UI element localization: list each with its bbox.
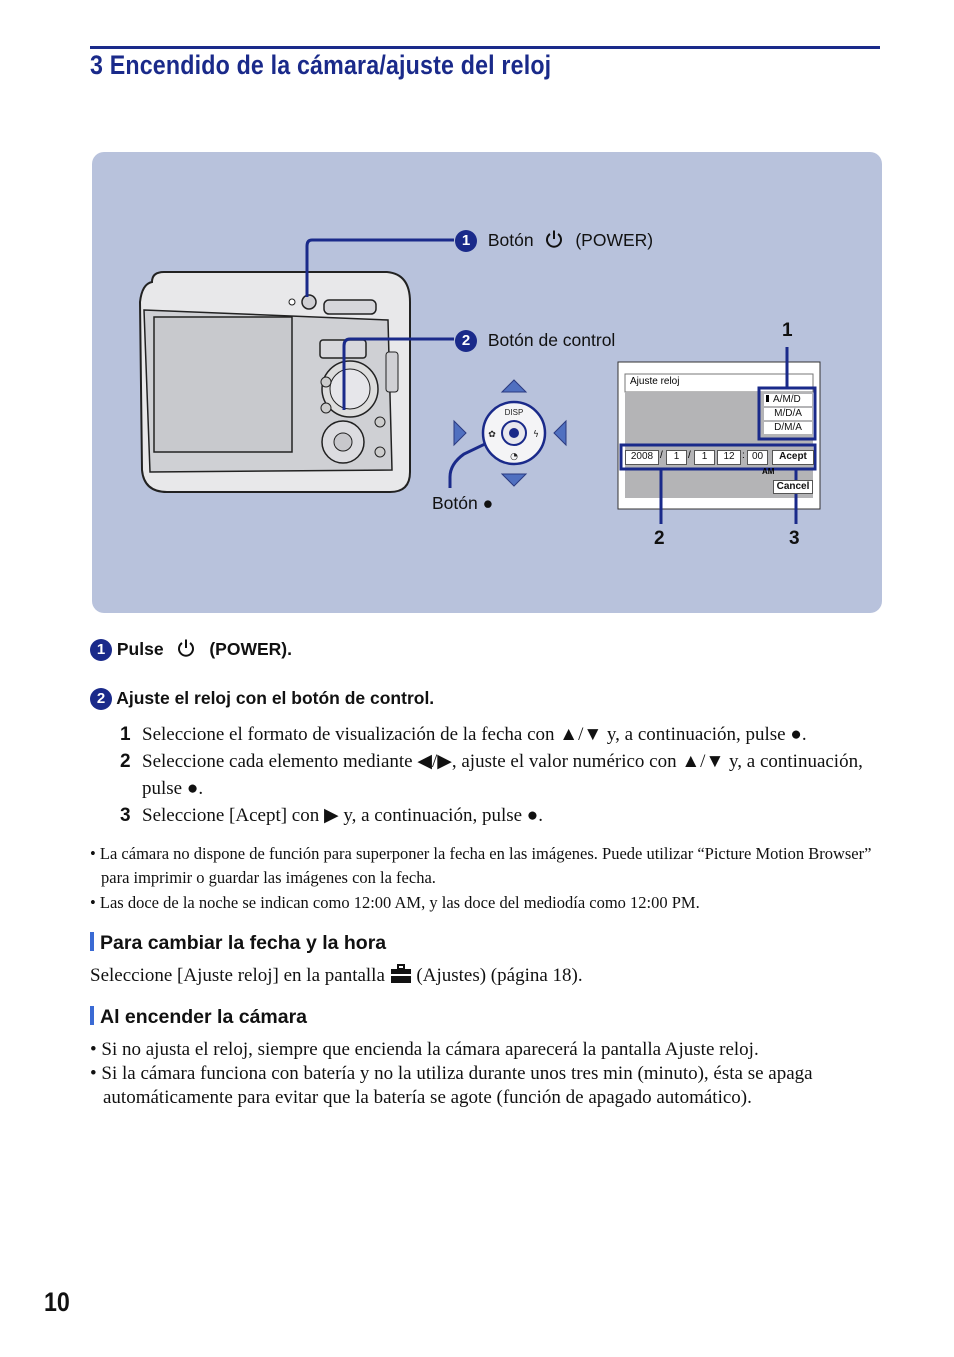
power-icon	[178, 639, 195, 657]
svg-text:◔: ◔	[510, 452, 518, 462]
screen-format-1: A/M/D	[764, 394, 812, 406]
screen-callout-3: 3	[789, 528, 800, 549]
svg-text:✿: ✿	[488, 430, 496, 440]
step-2-number: 2	[90, 688, 112, 711]
section-marker	[90, 932, 94, 951]
callout-control: 2 Botón de control	[455, 330, 616, 353]
camera-illustration: DISP ✿ ϟ ◔	[138, 238, 821, 524]
step-1-text: Pulse	[116, 639, 164, 659]
screen-time-sep: :	[742, 450, 745, 461]
list-item: • Si la cámara funciona con batería y no…	[90, 1063, 813, 1108]
camera-drawing	[138, 271, 411, 493]
power-icon	[546, 230, 563, 248]
screen-format-2: M/D/A	[764, 408, 812, 420]
callout-lines	[305, 238, 511, 488]
section-heading-power-on: Al encender la cámara	[90, 1006, 307, 1029]
step-2: 2 Ajuste el reloj con el botón de contro…	[90, 688, 435, 711]
substep-list: 1 Seleccione el formato de visualización…	[120, 721, 880, 829]
screen-callout-2: 2	[654, 528, 665, 549]
screen-hour-field: 12	[717, 450, 741, 465]
callout-control-number: 2	[455, 330, 477, 353]
title-rule	[90, 46, 880, 49]
screen-day-field: 1	[694, 450, 715, 465]
screen-title: Ajuste reloj	[630, 376, 680, 387]
page-number: 10	[44, 1287, 70, 1317]
step-2-text: Ajuste el reloj con el botón de control.	[116, 688, 435, 708]
callout-power-label: Botón	[487, 230, 534, 250]
callout-control-label: Botón de control	[487, 330, 616, 350]
screen-callout-1: 1	[782, 320, 793, 341]
screen-date-sep-2: /	[688, 450, 691, 461]
control-pad-top-label: DISP	[505, 408, 524, 417]
screen-date-sep-1: /	[660, 450, 663, 461]
screen-format-3: D/M/A	[764, 422, 812, 434]
substep-1: 1 Seleccione el formato de visualización…	[120, 724, 807, 745]
page-title: 3 Encendido de la cámara/ajuste del relo…	[90, 50, 552, 80]
screen-month-field: 1	[666, 450, 687, 465]
screen-minute-field: 00	[747, 450, 768, 465]
section-marker	[90, 1006, 94, 1025]
toolbox-icon	[390, 964, 411, 983]
screen-year-field: 2008	[625, 450, 659, 465]
screen-ok-button: Acept	[772, 450, 814, 465]
substep-3: 3 Seleccione [Acept] con ▶ y, a continua…	[120, 805, 544, 826]
callout-power-suffix: (POWER)	[575, 230, 654, 250]
note-item: • La cámara no dispone de función para s…	[90, 844, 872, 887]
callout-center-button: Botón ●	[432, 493, 494, 513]
section-power-on-list: • Si no ajusta el reloj, siempre que enc…	[90, 1038, 882, 1110]
callout-power-number: 1	[455, 230, 477, 253]
notes: • La cámara no dispone de función para s…	[90, 842, 885, 915]
note-item: • Las doce de la noche se indican como 1…	[90, 893, 700, 912]
screen-ampm: AM	[762, 467, 775, 476]
list-item: • Si no ajusta el reloj, siempre que enc…	[90, 1039, 759, 1060]
control-pad: DISP ✿ ϟ ◔	[453, 379, 567, 487]
callout-power: 1 Botón (POWER)	[455, 229, 654, 253]
screen-cancel-button: Cancel	[773, 480, 813, 494]
screen-callout-lines	[659, 347, 798, 524]
section-change-text: Seleccione [Ajuste reloj] en la pantalla…	[90, 964, 583, 986]
step-1-number: 1	[90, 639, 112, 662]
step-1-suffix: (POWER).	[209, 639, 292, 659]
substep-2: 2 Seleccione cada elemento mediante ◀/▶,…	[120, 751, 863, 799]
section-heading-change-date: Para cambiar la fecha y la hora	[90, 932, 386, 955]
svg-text:ϟ: ϟ	[533, 430, 539, 440]
step-1: 1 Pulse (POWER).	[90, 638, 292, 662]
